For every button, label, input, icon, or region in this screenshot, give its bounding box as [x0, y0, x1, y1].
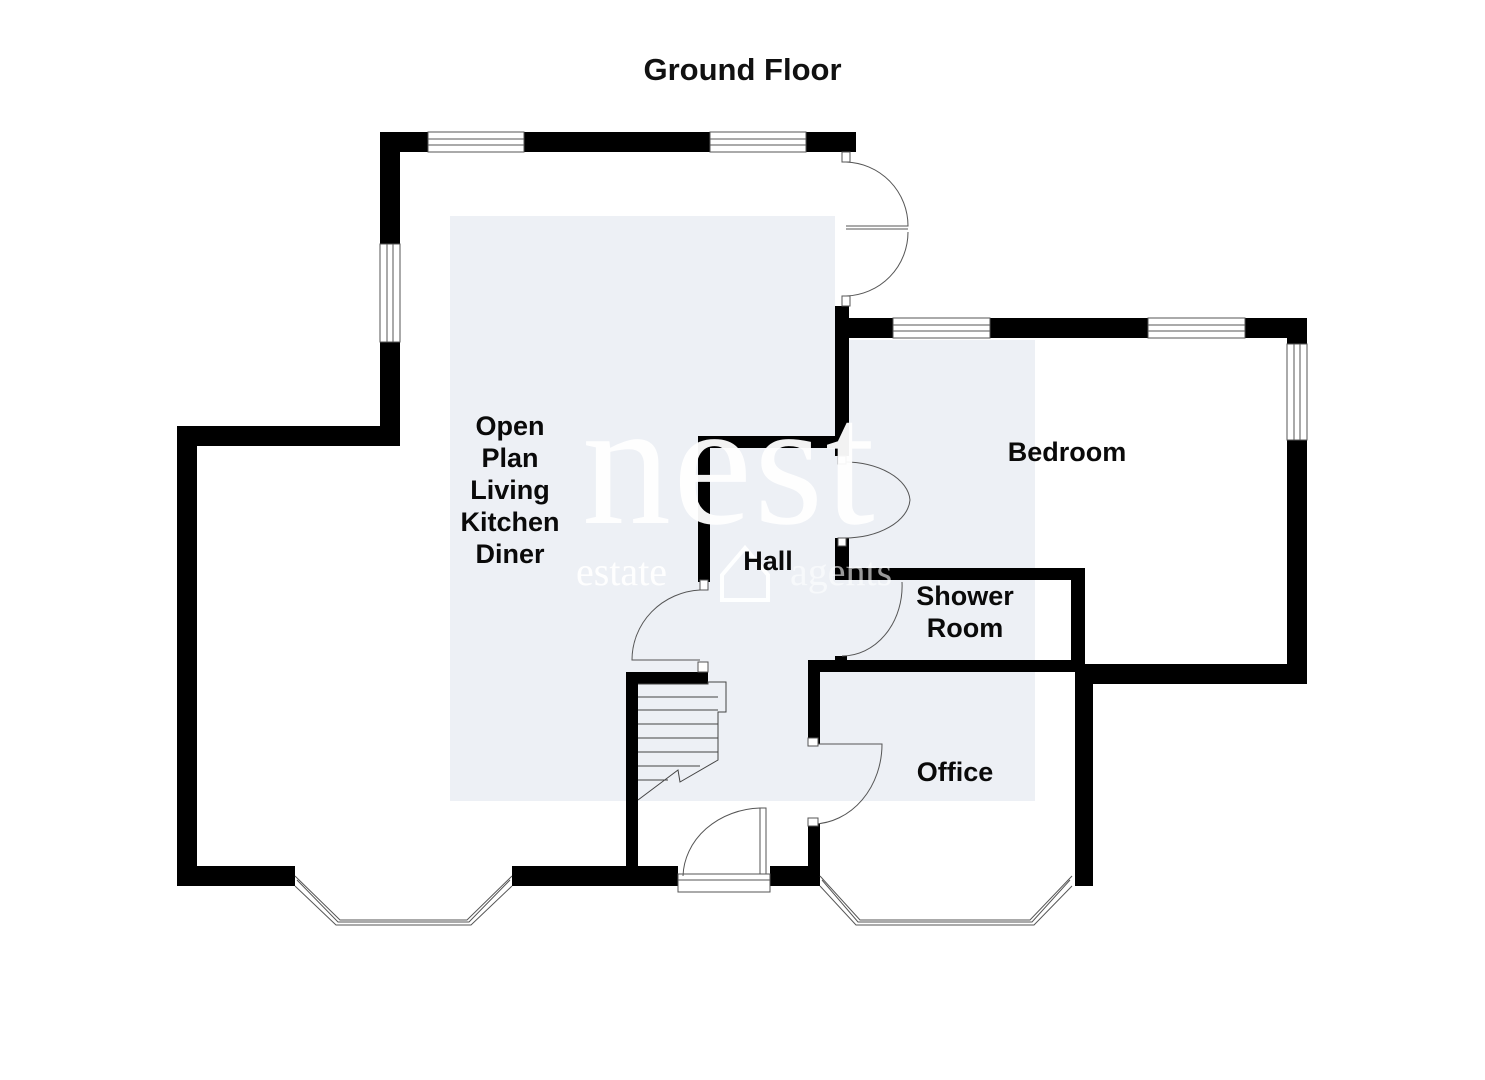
wall	[698, 436, 846, 448]
watermark-brand: nest	[582, 364, 877, 562]
wall	[806, 132, 856, 152]
wall	[512, 866, 678, 886]
room-label-hall: Hall	[743, 546, 793, 576]
front-door	[677, 807, 771, 893]
window	[427, 131, 525, 153]
floor-title: Ground Floor	[643, 52, 842, 87]
walls	[177, 132, 1307, 886]
wall	[698, 436, 710, 582]
wall	[1287, 318, 1307, 344]
wall	[1075, 664, 1093, 886]
wall	[626, 672, 708, 684]
room-label-line: Open	[475, 411, 545, 441]
room-label-shower: Shower Room	[895, 580, 1035, 644]
watermark-tagline-left: estate	[576, 549, 668, 594]
room-label-line: Plan	[481, 443, 539, 473]
watermark-logo	[720, 544, 770, 602]
room-label-office: Office	[916, 757, 994, 787]
wall	[835, 306, 849, 456]
room-label-line: Kitchen	[460, 507, 560, 537]
house-icon	[720, 544, 770, 602]
wall	[808, 824, 820, 886]
wall	[177, 866, 295, 886]
wall	[524, 132, 710, 152]
wall	[177, 426, 400, 446]
bay-windows	[294, 875, 1073, 926]
wall	[1287, 440, 1307, 684]
staircase	[637, 681, 727, 801]
wall	[1071, 568, 1085, 672]
wall	[990, 318, 1148, 338]
room-label-line: Diner	[475, 539, 545, 569]
windows	[379, 131, 1308, 441]
room-label-line: Room	[926, 613, 1004, 643]
wall	[380, 132, 400, 244]
wall	[177, 426, 197, 886]
room-label-bedroom: Bedroom	[1007, 437, 1127, 467]
wall	[835, 318, 893, 338]
wall	[808, 660, 1085, 672]
room-label-line: Living	[470, 475, 550, 505]
window	[1286, 343, 1308, 441]
bay-window	[294, 875, 513, 921]
shaded-area	[450, 216, 835, 801]
room-label-living: Open Plan Living Kitchen Diner	[440, 410, 580, 570]
wall	[770, 866, 820, 886]
window	[1147, 317, 1246, 339]
wall	[808, 660, 820, 744]
watermark-tagline-right: agents	[790, 549, 893, 594]
door-swings	[631, 151, 911, 827]
window	[709, 131, 807, 153]
bay-window	[819, 875, 1073, 921]
window	[379, 243, 401, 343]
wall	[835, 568, 1083, 580]
wall	[626, 672, 638, 872]
wall	[1075, 664, 1307, 684]
wall	[380, 342, 400, 446]
room-label-line: Shower	[916, 581, 1014, 611]
window	[892, 317, 991, 339]
